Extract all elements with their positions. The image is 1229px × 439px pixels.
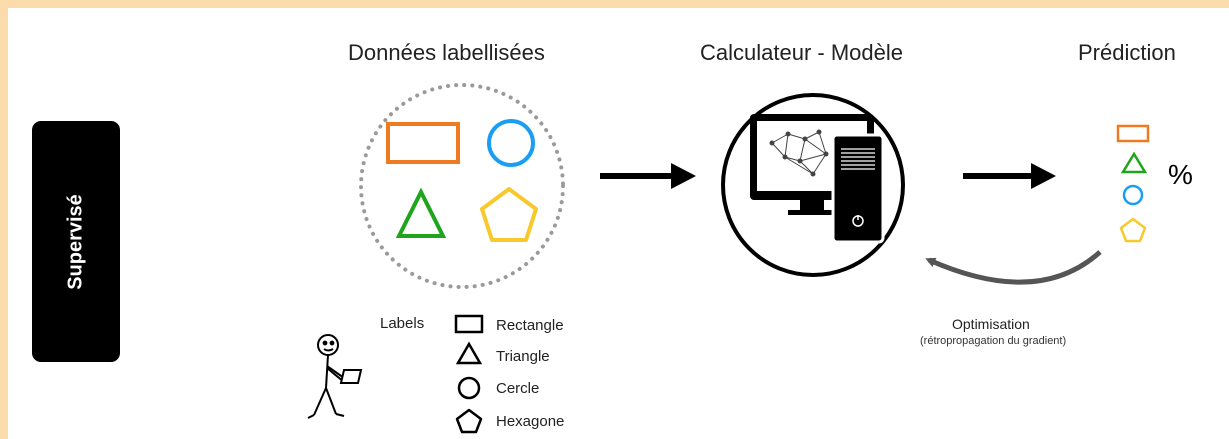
legend-item-hexagone: Hexagone — [496, 413, 565, 430]
diagram-canvas: Supervisé Données labellisées Calculateu… — [8, 8, 1229, 439]
pred-triangle — [1120, 151, 1148, 174]
optimisation-label: Optimisation — [952, 316, 1030, 332]
stick-figure-icon — [307, 334, 363, 419]
legend-item-triangle: Triangle — [496, 348, 550, 365]
computer-icon — [750, 114, 885, 244]
arrow-to-prediction-head — [1031, 163, 1056, 189]
pred-pentagon — [1119, 217, 1147, 243]
legend-rectangle-icon — [454, 314, 484, 334]
mode-tab: Supervisé — [32, 121, 120, 362]
legend-pentagon-icon — [455, 408, 483, 434]
legend-item-rectangle: Rectangle — [496, 317, 564, 334]
percentage-symbol: % — [1168, 159, 1193, 190]
labelled-data-circle — [359, 83, 565, 289]
model-section-title: Calculateur - Modèle — [700, 40, 903, 65]
legend-triangle-icon — [455, 341, 483, 365]
prediction-section-title: Prédiction — [1078, 40, 1176, 65]
blue-circle-shape — [487, 119, 535, 167]
legend-item-circle: Cercle — [496, 380, 540, 397]
diagram-graphics — [307, 83, 1150, 434]
yellow-pentagon-shape — [480, 187, 538, 242]
legend-circle-icon — [457, 376, 481, 400]
optimisation-arrow — [925, 250, 1102, 285]
optimisation-sublabel: (rétropropagation du gradient) — [920, 335, 1067, 347]
data-section-title: Données labellisées — [348, 40, 545, 65]
legend-heading: Labels — [380, 315, 425, 332]
arrow-to-model-head — [671, 163, 696, 189]
green-triangle-shape — [395, 187, 447, 238]
pred-circle — [1122, 184, 1144, 206]
pred-rectangle — [1116, 124, 1150, 143]
orange-rectangle-shape — [386, 122, 460, 164]
